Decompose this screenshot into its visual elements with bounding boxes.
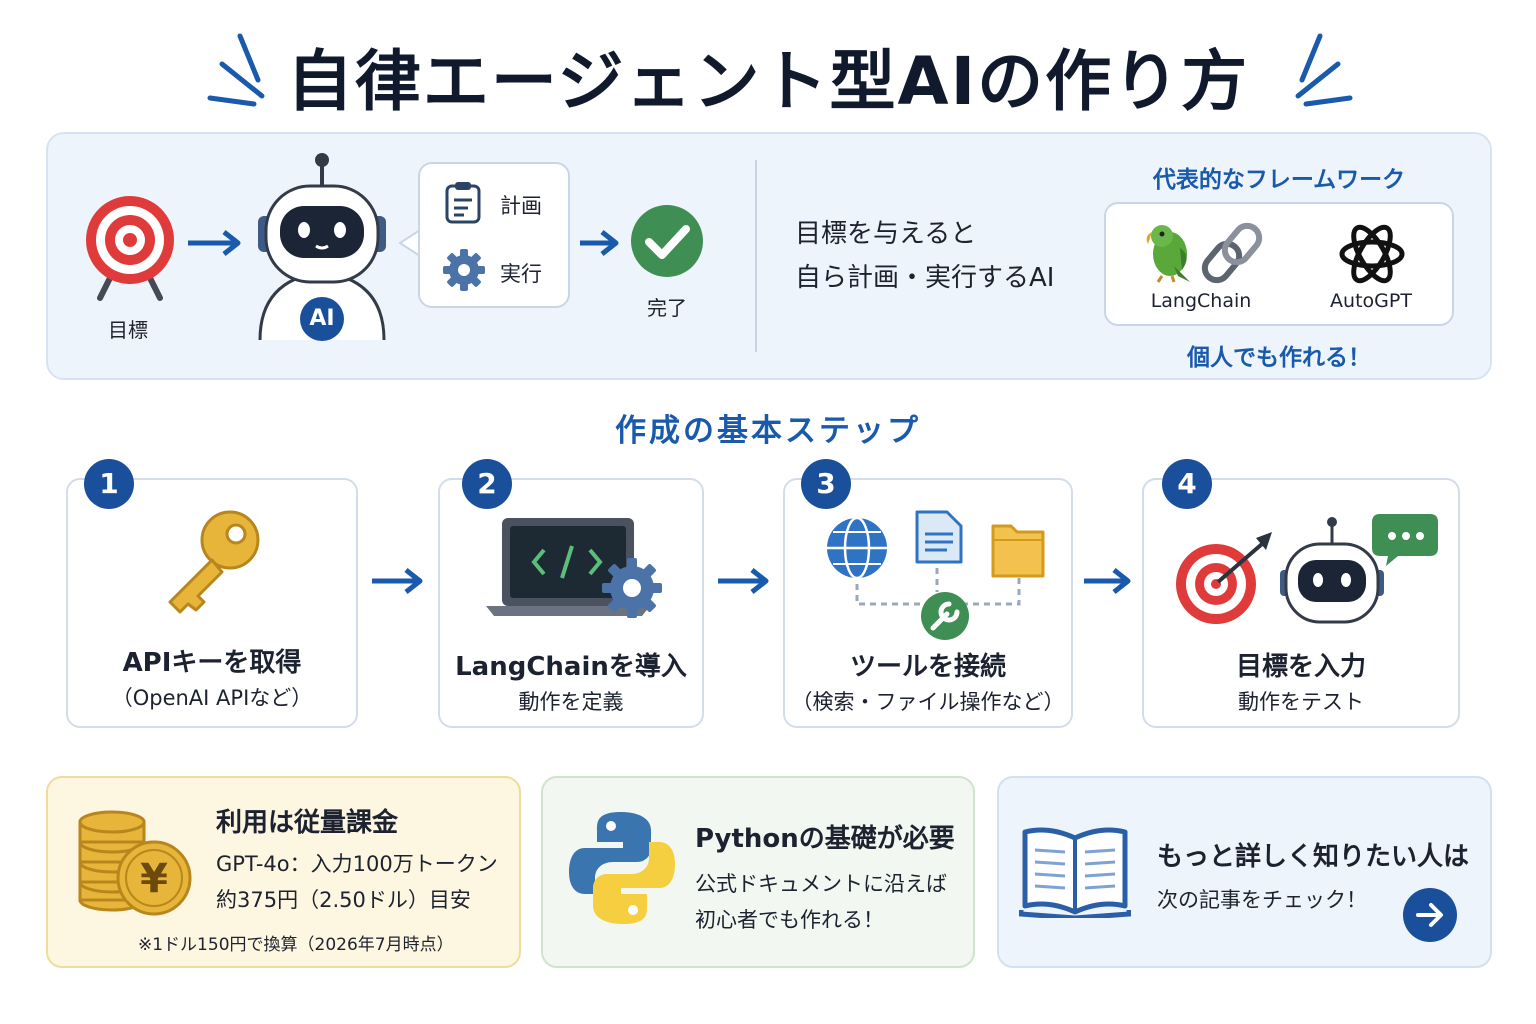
globe-icon (827, 516, 887, 580)
chat-bubble-icon (1372, 514, 1438, 566)
python-line2: 初心者でも作れる！ (695, 908, 884, 932)
python-title: Pythonの基礎が必要 (695, 824, 955, 854)
step-number-1: 1 (84, 459, 134, 509)
step-card-2: LangChainを導入 動作を定義 (438, 478, 704, 728)
cost-title: 利用は従量課金 (216, 808, 399, 838)
clipboard-icon (445, 182, 481, 224)
arrow-right-icon (580, 230, 619, 256)
plan-label: 計画 (500, 194, 542, 218)
parrot-chain-icon (1146, 222, 1263, 284)
arrow-right-icon (1084, 568, 1131, 594)
frameworks-box: LangChain AutoGPT (1104, 202, 1454, 326)
key-icon (168, 510, 260, 614)
yen-coins-icon: ¥ (78, 810, 192, 916)
svg-text:¥: ¥ (140, 856, 168, 902)
step-label-4: 目標を入力 (1235, 652, 1366, 682)
step-label-1: APIキーを取得 (122, 648, 302, 678)
cost-card: ¥ 利用は従量課金 GPT-4o：入力100万トークン 約375円（2.50ドル… (46, 776, 521, 968)
description: 目標を与えると 自ら計画・実行するAI (795, 212, 1054, 300)
arrow-right-icon (718, 568, 769, 594)
arrow-right-icon (188, 230, 241, 256)
small-robot-icon (1280, 517, 1384, 624)
more-title: もっと詳しく知りたい人は (1157, 842, 1470, 872)
frameworks-title: 代表的なフレームワーク (1152, 167, 1406, 193)
target-icon (86, 196, 174, 301)
execute-label: 実行 (500, 262, 542, 286)
target-robot-icon (1176, 514, 1438, 624)
python-line1: 公式ドキュメントに沿えば (695, 872, 947, 896)
step-sub-3: （検索・ファイル操作など） (791, 690, 1065, 714)
description-line1: 目標を与えると (795, 219, 977, 249)
check-circle-icon (631, 205, 703, 277)
step-label-3: ツールを接続 (849, 652, 1006, 682)
python-logo-icon (569, 812, 675, 924)
target-dart-icon (1176, 532, 1272, 624)
step-sub-1: （OpenAI APIなど） (111, 686, 313, 710)
burst-lines-right-icon (1295, 33, 1353, 107)
step-number-2: 2 (462, 459, 512, 509)
burst-lines-left-icon (207, 33, 265, 107)
arrow-right-icon (1416, 903, 1443, 927)
framework-name-langchain: LangChain (1150, 290, 1252, 312)
arrow-right-icon (372, 568, 423, 594)
tools-network-icon (827, 510, 1045, 640)
done-label: 完了 (647, 296, 687, 320)
robot-icon (258, 153, 386, 340)
step-sub-2: 動作を定義 (518, 690, 624, 714)
folder-icon (991, 524, 1045, 578)
step-card-1: APIキーを取得 （OpenAI APIなど） (66, 478, 358, 728)
step-card-3: ツールを接続 （検索・ファイル操作など） (783, 478, 1073, 728)
laptop-code-icon (486, 518, 662, 618)
document-icon (915, 510, 963, 564)
python-card: Pythonの基礎が必要 公式ドキュメントに沿えば 初心者でも作れる！ (541, 776, 975, 968)
frameworks-note: 個人でも作れる！ (1187, 345, 1371, 371)
step-number-3: 3 (801, 459, 851, 509)
step-card-4: 目標を入力 動作をテスト (1142, 478, 1460, 728)
wrench-icon (921, 592, 969, 640)
gear-icon (443, 249, 485, 291)
step-sub-4: 動作をテスト (1238, 690, 1364, 714)
more-card: もっと詳しく知りたい人は 次の記事をチェック！ (997, 776, 1492, 968)
cost-line2: 約375円（2.50ドル）目安 (216, 888, 471, 912)
description-line2: 自ら計画・実行するAI (795, 263, 1055, 293)
more-arrow-button[interactable] (1403, 888, 1457, 942)
step-number-4: 4 (1162, 459, 1212, 509)
more-line1: 次の記事をチェック！ (1157, 888, 1367, 912)
python-text: 公式ドキュメントに沿えば 初心者でも作れる！ (695, 866, 947, 938)
framework-name-autogpt: AutoGPT (1330, 290, 1412, 312)
plan-execute-bubble: 計画 実行 (418, 162, 570, 308)
cost-note: ※1ドル150円で換算（2026年7月時点） (138, 935, 454, 955)
ai-badge: AI (300, 297, 344, 341)
page-title: 自律エージェント型AIの作り方 (286, 43, 1250, 120)
steps-title: 作成の基本ステップ (615, 413, 921, 449)
cost-text: GPT-4o：入力100万トークン 約375円（2.50ドル）目安 (216, 846, 498, 918)
open-book-icon (1019, 827, 1131, 918)
cost-line1: GPT-4o：入力100万トークン (216, 852, 498, 876)
openai-logo-icon (1339, 224, 1405, 284)
divider (755, 160, 757, 352)
goal-label: 目標 (108, 318, 148, 342)
step-label-2: LangChainを導入 (455, 652, 687, 682)
